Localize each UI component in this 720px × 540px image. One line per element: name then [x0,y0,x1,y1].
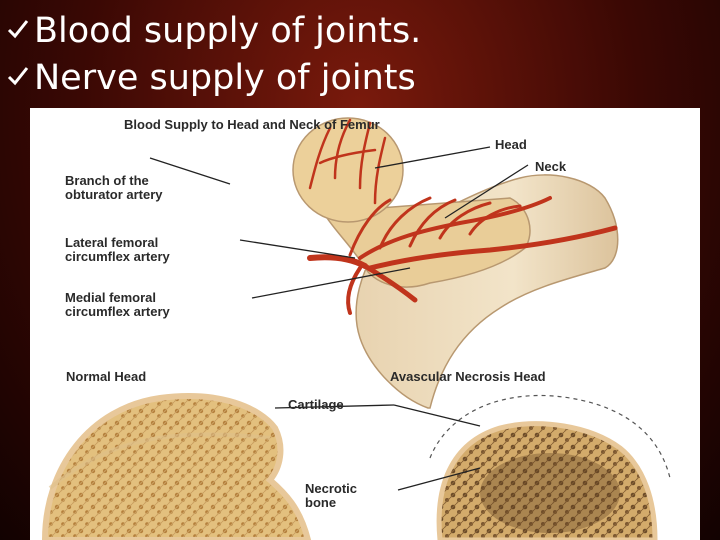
normal-head-section [41,393,312,540]
bullet-text: Nerve supply of joints [34,58,416,98]
figure-title: Blood Supply to Head and Neck of Femur [124,117,380,132]
bullet-item-nerve-supply: Nerve supply of joints [6,55,706,102]
label-medial-circumflex: Medial femoral circumflex artery [65,290,170,319]
label-head: Head [495,137,527,152]
label-cartilage: Cartilage [288,397,344,412]
label-necrotic-bone: Necrotic bone [305,481,358,510]
femoral-head [292,117,404,223]
check-icon [6,64,30,93]
label-avascular-head: Avascular Necrosis Head [390,369,546,384]
bullet-text: Blood supply of joints. [34,11,422,51]
label-obturator-branch: Branch of the obturator artery [65,173,163,202]
avascular-head-section [436,421,658,540]
slide-title-block: Blood supply of joints. Nerve supply of … [6,8,706,102]
leader-lines [149,146,529,491]
check-icon [6,17,30,46]
label-normal-head: Normal Head [66,369,147,384]
label-lateral-circumflex: Lateral femoral circumflex artery [65,235,170,264]
label-neck: Neck [535,159,567,174]
femur-illustration [41,117,671,540]
femur-blood-supply-figure: Blood Supply to Head and Neck of Femur H… [30,108,700,540]
arteries [307,118,618,315]
bullet-item-blood-supply: Blood supply of joints. [6,8,706,55]
